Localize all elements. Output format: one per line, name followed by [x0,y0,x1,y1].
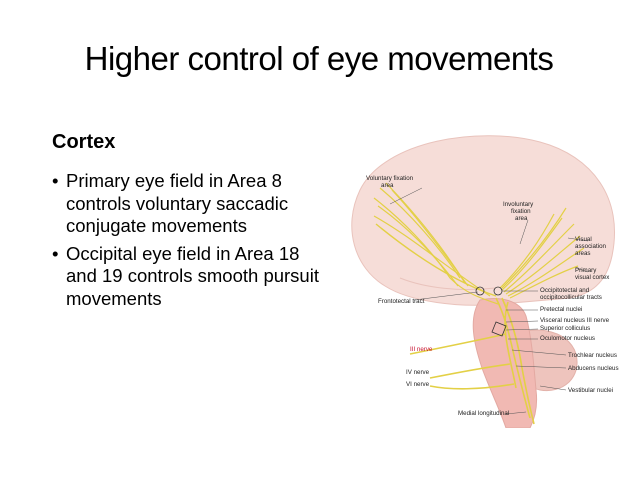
label-voluntary-fixation-area: area [381,182,394,189]
label-visceral-nucleus: Visceral nucleus III nerve [540,317,610,324]
slide-title: Higher control of eye movements [84,40,554,77]
frontotectal-marker [475,286,485,296]
label-visual-association-3: areas [575,250,590,257]
label-vi-nerve: VI nerve [406,381,430,388]
cortex-fold [399,277,496,290]
bullet-list: • Primary eye field in Area 8 controls v… [52,170,322,315]
label-vestibular-nuclei: Vestibular nuclei [568,387,613,394]
bullet-text: Occipital eye field in Area 18 and 19 co… [66,242,319,309]
section-heading: Cortex [52,131,116,153]
leader-lines [389,187,589,415]
label-medial-longitudinal: Medial longitudinal [458,410,509,417]
involuntary-fixation-tract [499,207,585,299]
brain-diagram-svg: Voluntary fixation area Involuntary fixa… [351,135,619,429]
label-involuntary-fixation-2: fixation [511,208,531,215]
label-occipitotectal-2: occipitocollicular tracts [540,294,602,301]
bullet-icon: • [52,242,59,264]
label-superior-colliculus: Superior colliculus [540,325,590,332]
pretectal-marker [491,321,507,337]
label-pretectal-nuclei: Pretectal nuclei [540,306,582,313]
label-visual-association: Visual [575,236,592,243]
label-occipitotectal: Occipitotectal and [540,287,590,294]
bullet-text: Primary eye field in Area 8 controls vol… [66,170,289,236]
label-involuntary-fixation: Involuntary [503,201,534,208]
bullet-item: • Primary eye field in Area 8 controls v… [52,170,322,238]
label-visual-association-2: association [575,243,607,250]
label-primary-visual: Primary [575,267,597,274]
cranial-nerves [409,333,515,390]
label-oculomotor-nucleus: Oculomotor nucleus [540,335,595,342]
bullet-icon: • [52,170,59,191]
brainstem [472,298,538,429]
eye-movement-pathways-diagram: Voluntary fixation area Involuntary fixa… [330,128,630,429]
label-abducens-nucleus: Abducens nucleus [568,365,619,372]
label-iii-nerve: III nerve [410,346,433,353]
label-frontotectal-tract: Frontotectal tract [378,298,425,305]
label-primary-visual-2: visual cortex [575,274,610,281]
label-voluntary-fixation: Voluntary fixation [366,175,414,182]
label-involuntary-fixation-area: area [515,215,528,222]
label-trochlear-nucleus: Trochlear nucleus [568,352,617,359]
label-iv-nerve: IV nerve [406,369,430,376]
bullet-item: • Occipital eye field in Area 18 and 19 … [52,243,322,311]
cerebral-cortex [351,135,616,306]
